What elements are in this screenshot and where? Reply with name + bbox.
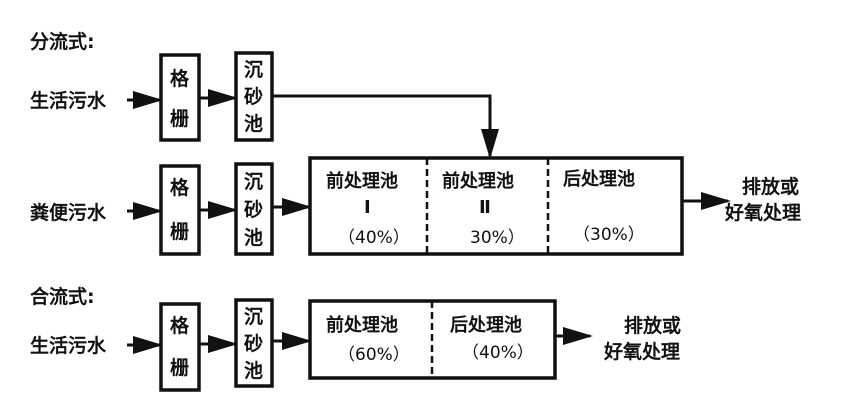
connector-line bbox=[272, 94, 499, 159]
treatment-tank-box bbox=[308, 156, 684, 256]
separate-title: 分流式: bbox=[30, 30, 95, 53]
pre-tank-2-name: 前处理池 bbox=[442, 170, 514, 192]
screen-text: 栅 bbox=[170, 356, 189, 379]
pre-tank-1-name: 前处理池 bbox=[326, 170, 398, 192]
post-tank-pct: （30%） bbox=[573, 225, 645, 245]
grit-text: 池 bbox=[244, 226, 263, 249]
pre-tank-2-pct: 30%） bbox=[470, 228, 525, 248]
screen-text: 栅 bbox=[170, 107, 189, 130]
pre-tank-2-num: Ⅱ bbox=[479, 197, 491, 218]
domestic-sewage-label: 生活污水 bbox=[30, 89, 107, 112]
screen-box bbox=[159, 164, 201, 256]
outlet-text: 好氧处理 bbox=[724, 201, 801, 224]
outlet-text: 排放或 bbox=[624, 314, 681, 337]
post-tank-name: 后处理池 bbox=[450, 314, 522, 336]
grit-text: 砂 bbox=[244, 199, 263, 221]
grit-text: 沉 bbox=[244, 59, 263, 81]
pre-tank-1-num: Ⅰ bbox=[364, 197, 371, 218]
pre-tank-1-pct: （40%） bbox=[338, 228, 410, 248]
grit-text: 池 bbox=[244, 112, 263, 135]
screen-text: 栅 bbox=[170, 220, 189, 243]
outlet-text: 好氧处理 bbox=[603, 340, 680, 363]
grit-text: 砂 bbox=[244, 86, 263, 108]
grit-chamber-box bbox=[234, 298, 274, 388]
screen-text: 格 bbox=[170, 176, 190, 199]
screen-box bbox=[159, 302, 201, 392]
screen-text: 格 bbox=[170, 314, 190, 337]
post-tank-name: 后处理池 bbox=[563, 168, 635, 190]
grit-text: 沉 bbox=[244, 306, 263, 328]
pre-tank-name: 前处理池 bbox=[326, 314, 398, 336]
grit-chamber-box bbox=[234, 162, 274, 256]
screen-text: 格 bbox=[170, 67, 190, 90]
domestic-sewage-label: 生活污水 bbox=[30, 334, 107, 357]
grit-text: 砂 bbox=[244, 333, 263, 355]
pre-tank-pct: （60%） bbox=[338, 345, 410, 365]
post-tank-pct: （40%） bbox=[462, 343, 534, 363]
combined-title: 合流式: bbox=[30, 285, 95, 308]
grit-text: 池 bbox=[244, 359, 263, 382]
outlet-text: 排放或 bbox=[742, 175, 799, 198]
fecal-sewage-label: 粪便污水 bbox=[30, 201, 107, 224]
grit-text: 沉 bbox=[244, 171, 263, 193]
